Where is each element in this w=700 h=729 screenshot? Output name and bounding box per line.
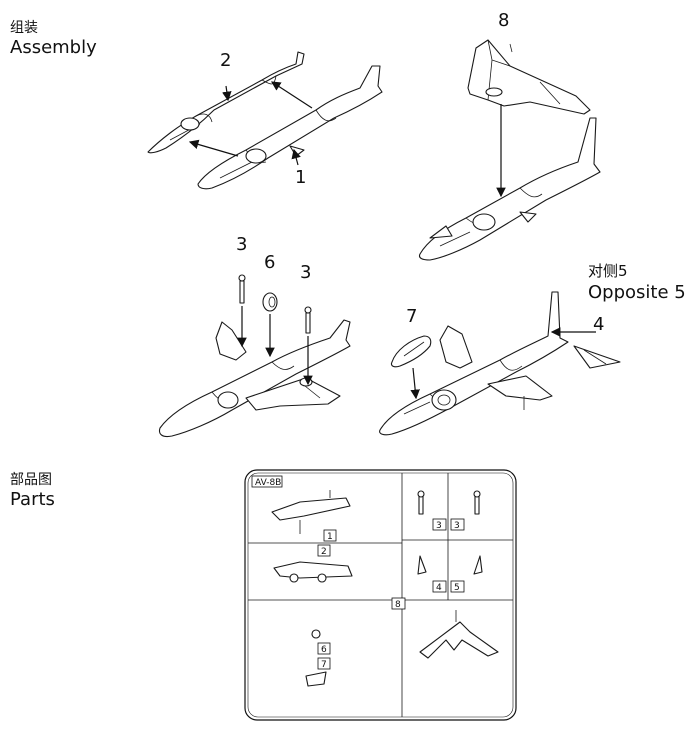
callout-3-left: 3 bbox=[236, 234, 247, 255]
canopy-part-7 bbox=[390, 335, 432, 368]
stabilizer-part-4 bbox=[573, 345, 621, 369]
sprue-part-4-5-shapes bbox=[417, 555, 483, 575]
callout-2: 2 bbox=[220, 50, 231, 71]
aircraft-underside-view bbox=[158, 319, 351, 438]
sprue-label-3a: 3 bbox=[436, 521, 442, 531]
sprue-part-2-shape bbox=[273, 561, 353, 583]
sprue-part-3-shapes bbox=[417, 490, 481, 515]
sprue-part-8-shape bbox=[419, 610, 499, 659]
assembly-heading-zh: 组装 bbox=[10, 20, 38, 36]
wing-part-8 bbox=[467, 39, 591, 115]
sprue-part-6-7-shapes bbox=[305, 629, 327, 687]
sprue-tag: AV-8B bbox=[251, 475, 283, 488]
opposite-note: 对侧5 Opposite 5 bbox=[588, 260, 686, 304]
sprue-label-5: 5 bbox=[454, 583, 460, 593]
pylon-part-3-right bbox=[304, 306, 312, 334]
callout-6: 6 bbox=[264, 252, 275, 273]
opposite-note-en: Opposite 5 bbox=[588, 282, 686, 303]
sprue-label-3b: 3 bbox=[454, 521, 460, 531]
callout-7: 7 bbox=[406, 306, 417, 327]
callout-8: 8 bbox=[498, 10, 509, 31]
fuselage-assembled-top bbox=[418, 117, 601, 261]
sprue-label-2: 2 bbox=[321, 547, 327, 557]
sprue-part-1-shape bbox=[271, 490, 351, 534]
assembly-heading-en: Assembly bbox=[10, 37, 97, 58]
aircraft-side-view bbox=[379, 291, 569, 436]
sprue-label-7: 7 bbox=[321, 660, 327, 670]
sprue-label-8: 8 bbox=[395, 600, 401, 610]
sprue-tag-label: AV-8B bbox=[255, 478, 281, 488]
parts-heading: 部品图 Parts bbox=[10, 470, 55, 510]
sprue-label-1: 1 bbox=[327, 532, 333, 542]
assembly-heading: 组装 Assembly bbox=[10, 18, 97, 58]
parts-heading-zh: 部品图 bbox=[10, 472, 52, 488]
callout-4: 4 bbox=[593, 314, 604, 335]
parts-heading-en: Parts bbox=[10, 489, 55, 510]
fuselage-left-half-part-2 bbox=[147, 51, 305, 154]
sprue-label-6: 6 bbox=[321, 645, 327, 655]
sprue-label-4: 4 bbox=[436, 583, 442, 593]
callout-1: 1 bbox=[295, 167, 306, 188]
sprue-frame bbox=[244, 469, 517, 721]
fuselage-right-half-part-1 bbox=[197, 65, 383, 190]
intake-part-6 bbox=[262, 292, 278, 312]
pylon-part-3-left bbox=[238, 274, 246, 304]
callout-3-right: 3 bbox=[300, 262, 311, 283]
opposite-note-zh: 对侧5 bbox=[588, 262, 628, 280]
